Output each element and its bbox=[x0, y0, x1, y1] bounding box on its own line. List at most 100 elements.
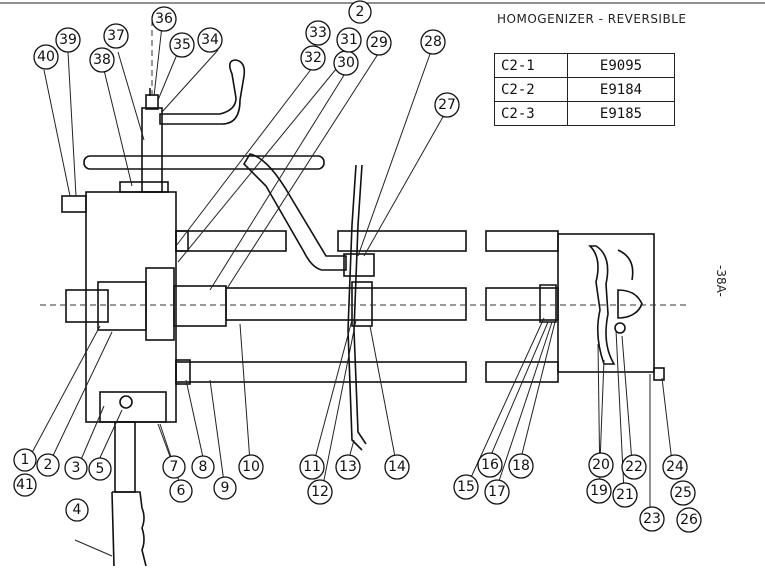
part-code-row: C2-1 E9095 bbox=[494, 53, 675, 78]
callout-label: 33 bbox=[309, 25, 327, 41]
homogenizer-head bbox=[557, 233, 655, 373]
callout-23: 23 bbox=[639, 506, 665, 532]
callout-label: 13 bbox=[339, 459, 357, 475]
callout-label: 6 bbox=[177, 483, 186, 499]
head-bolt bbox=[653, 367, 665, 381]
lower-gear-box bbox=[99, 391, 167, 423]
callout-label: 30 bbox=[337, 55, 355, 71]
callout-7: 7 bbox=[162, 455, 186, 479]
shaft-left-end bbox=[65, 289, 109, 323]
callout-label: 19 bbox=[590, 483, 608, 499]
callout-label: 16 bbox=[481, 457, 499, 473]
side-cap-screw bbox=[61, 195, 87, 213]
callout-32: 32 bbox=[300, 45, 326, 71]
callout-30: 30 bbox=[333, 50, 359, 76]
callout-20: 20 bbox=[588, 452, 614, 478]
callout-22: 22 bbox=[621, 454, 647, 480]
upper-rod-nut bbox=[175, 230, 189, 252]
valve-pin bbox=[614, 322, 626, 334]
callout-28: 28 bbox=[420, 29, 446, 55]
callout-26: 26 bbox=[676, 507, 702, 533]
part-code: C2-3 bbox=[494, 101, 568, 126]
valve-body-curve bbox=[617, 249, 634, 281]
pipe-fitting-nut bbox=[343, 253, 375, 277]
callout-4: 4 bbox=[65, 498, 89, 522]
drain-plug bbox=[119, 395, 133, 409]
callout-label: 4 bbox=[73, 502, 82, 518]
callout-label: 28 bbox=[424, 34, 442, 50]
upper-tie-rod-b bbox=[337, 230, 467, 252]
callout-label: 18 bbox=[512, 458, 530, 474]
callout-label: 37 bbox=[107, 28, 125, 44]
callout-39: 39 bbox=[55, 27, 81, 53]
lower-rod-nut bbox=[175, 359, 191, 385]
callout-37: 37 bbox=[103, 23, 129, 49]
part-number: E9185 bbox=[567, 101, 675, 126]
callout-12: 12 bbox=[307, 479, 333, 505]
head-seal bbox=[539, 284, 557, 323]
callout-14: 14 bbox=[384, 454, 410, 480]
callout-24: 24 bbox=[662, 454, 688, 480]
adjusting-lever bbox=[347, 164, 363, 451]
callout-label: 36 bbox=[155, 11, 173, 27]
callout-label: 11 bbox=[303, 459, 321, 475]
callout-label: 21 bbox=[616, 487, 634, 503]
callout-label: 40 bbox=[37, 49, 55, 65]
callout-31: 31 bbox=[336, 27, 362, 53]
callout-13: 13 bbox=[335, 454, 361, 480]
callout-40: 40 bbox=[33, 44, 59, 70]
callout-label: 24 bbox=[666, 459, 684, 475]
callout-17: 17 bbox=[484, 479, 510, 505]
center-rod-end bbox=[485, 287, 559, 321]
callout-27: 27 bbox=[434, 92, 460, 118]
callout-2: 2 bbox=[36, 453, 60, 477]
part-code: C2-1 bbox=[494, 53, 568, 78]
callout-label: 1 bbox=[21, 452, 30, 468]
callout-label: 2 bbox=[44, 457, 53, 473]
callout-label: 9 bbox=[221, 480, 230, 496]
callout-5: 5 bbox=[88, 457, 112, 481]
coupling-sleeve bbox=[173, 285, 227, 327]
callout-label: 2 bbox=[356, 4, 365, 20]
callout-label: 31 bbox=[340, 32, 358, 48]
callout-label: 20 bbox=[592, 457, 610, 473]
callout-label: 32 bbox=[304, 50, 322, 66]
callout-35: 35 bbox=[169, 32, 195, 58]
callout-9: 9 bbox=[213, 476, 237, 500]
callout-10: 10 bbox=[238, 454, 264, 480]
callout-label: 38 bbox=[93, 52, 111, 68]
main-housing bbox=[85, 191, 177, 423]
part-number: E9184 bbox=[567, 77, 675, 102]
upper-tie-rod-c bbox=[485, 230, 559, 252]
callout-29: 29 bbox=[366, 30, 392, 56]
upper-tie-rod-a bbox=[175, 230, 287, 252]
callout-33: 33 bbox=[305, 20, 331, 46]
crank-handle bbox=[159, 59, 246, 125]
part-number: E9095 bbox=[567, 53, 675, 78]
callout-11: 11 bbox=[299, 454, 325, 480]
callout-15: 15 bbox=[453, 474, 479, 500]
center-rod bbox=[225, 287, 467, 321]
upper-nut bbox=[145, 94, 159, 110]
callout-label: 22 bbox=[625, 459, 643, 475]
handwheel-rim bbox=[83, 155, 325, 170]
callout-label: 14 bbox=[388, 459, 406, 475]
handwheel-hub bbox=[119, 181, 169, 193]
callout-label: 17 bbox=[488, 484, 506, 500]
callout-41: 41 bbox=[13, 473, 37, 497]
elbow-pipe bbox=[242, 153, 347, 271]
callout-19: 19 bbox=[586, 478, 612, 504]
callout-6: 6 bbox=[169, 479, 193, 503]
diagram-title: HOMOGENIZER - REVERSIBLE bbox=[497, 12, 687, 26]
callout-25: 25 bbox=[670, 480, 696, 506]
part-code: C2-2 bbox=[494, 77, 568, 102]
callout-2-top: 2 bbox=[348, 0, 372, 24]
callout-label: 23 bbox=[643, 511, 661, 527]
valve-plug bbox=[617, 289, 643, 319]
callout-label: 35 bbox=[173, 37, 191, 53]
callout-label: 26 bbox=[680, 512, 698, 528]
callout-label: 10 bbox=[242, 459, 260, 475]
callout-label: 12 bbox=[311, 484, 329, 500]
